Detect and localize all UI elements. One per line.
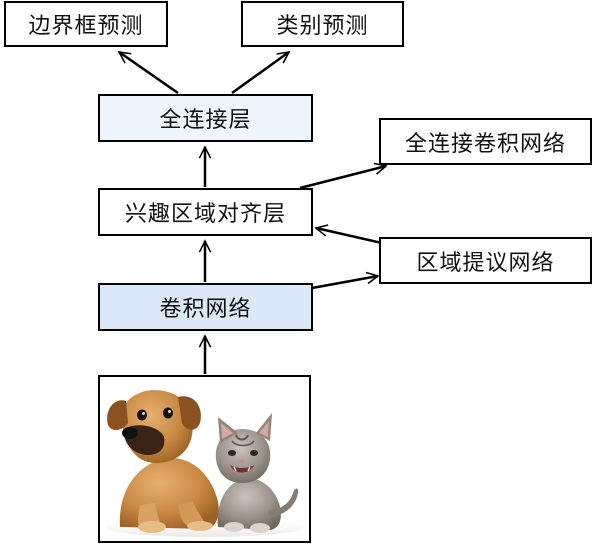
node-region-proposal-network: 区域提议网络 xyxy=(379,237,592,284)
node-class-prediction-label: 类别预测 xyxy=(276,14,369,39)
node-convolutional-network-label: 卷积网络 xyxy=(159,297,252,322)
node-fully-connected-layer: 全连接层 xyxy=(98,94,313,142)
node-fully-convolutional-network: 全连接卷积网络 xyxy=(379,118,592,165)
node-bbox-prediction: 边界框预测 xyxy=(4,1,168,47)
node-fully-convolutional-network-label: 全连接卷积网络 xyxy=(404,131,566,157)
node-fully-connected-layer-label: 全连接层 xyxy=(159,108,252,133)
node-class-prediction: 类别预测 xyxy=(241,1,404,47)
input-image-frame xyxy=(98,375,311,543)
node-convolutional-network: 卷积网络 xyxy=(98,283,313,331)
edge-fc-to-class xyxy=(231,50,289,95)
node-bbox-prediction-label: 边界框预测 xyxy=(28,14,144,39)
edge-cnn-to-rpn xyxy=(311,276,378,290)
edge-roi-to-fcn xyxy=(299,166,386,190)
node-roi-align-layer: 兴趣区域对齐层 xyxy=(98,188,313,236)
edge-fc-to-bbox xyxy=(119,50,179,95)
puppy-kitten-photo xyxy=(100,377,309,541)
node-region-proposal-network-label: 区域提议网络 xyxy=(416,250,555,276)
node-roi-align-layer-label: 兴趣区域对齐层 xyxy=(124,202,286,227)
edge-rpn-to-roi xyxy=(316,228,383,245)
